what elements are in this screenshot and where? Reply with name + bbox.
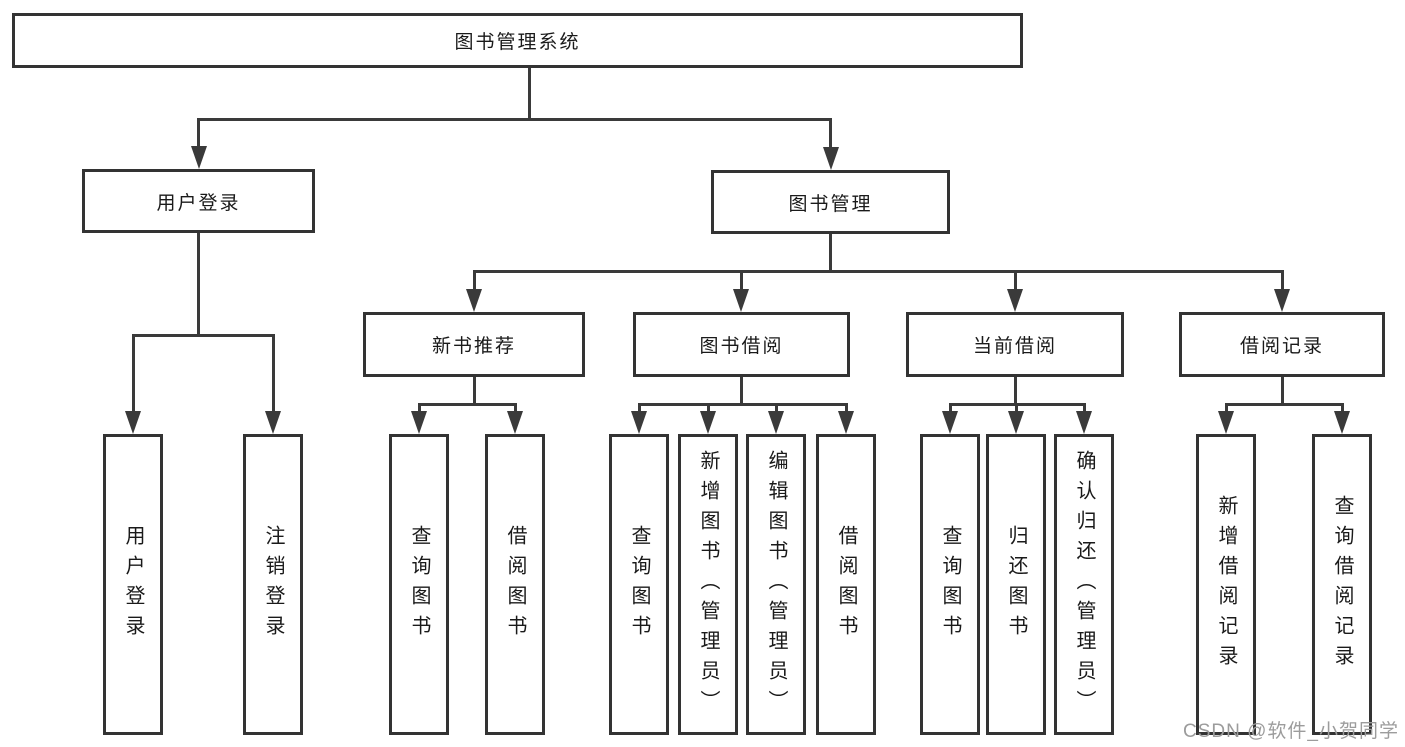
node-label: 查询图书 [628,524,650,645]
leaf-return-books: 归还图书 [986,434,1046,735]
connector-line [638,403,641,413]
connector-line [1083,403,1086,413]
arrow-down-icon [1218,411,1234,434]
connector-line [775,403,778,413]
arrow-down-icon [1334,411,1350,434]
connector-line [1341,403,1344,413]
connector-line [829,118,832,150]
node-label: 归还图书 [1005,524,1027,645]
connector-line [473,270,1284,273]
arrow-down-icon [1008,411,1024,434]
arrow-down-icon [838,411,854,434]
node-label: 查询图书 [939,524,961,645]
connector-line [949,403,952,413]
leaf-add-borrow-record: 新增借阅记录 [1196,434,1256,735]
leaf-borrow-books: 借阅图书 [485,434,545,735]
connector-line [1225,403,1228,413]
node-label: 图书管理 [788,193,873,215]
connector-line [740,377,743,405]
node-label: 查询图书 [408,524,430,645]
arrow-down-icon [507,411,523,434]
node-new-book-recommendation: 新书推荐 [363,312,585,377]
node-label: 新增借阅记录 [1215,494,1237,675]
node-user-login: 用户登录 [82,169,315,233]
arrow-down-icon [942,411,958,434]
connector-line [1281,377,1284,405]
arrow-down-icon [1076,411,1092,434]
node-label: 借阅图书 [835,524,857,645]
connector-line [197,118,200,150]
connector-line [1014,377,1017,405]
arrow-down-icon [733,289,749,312]
node-book-management: 图书管理 [711,170,950,234]
leaf-query-books: 查询图书 [389,434,449,735]
node-label: 图书管理系统 [454,32,581,53]
arrow-down-icon [631,411,647,434]
node-label: 注销登录 [262,524,284,645]
arrow-down-icon [265,411,281,434]
connector-line [514,403,517,413]
connector-line [1225,403,1344,406]
node-book-borrowing: 图书借阅 [633,312,850,377]
arrow-down-icon [1007,289,1023,312]
node-label: 图书借阅 [699,336,784,357]
arrow-down-icon [823,147,839,170]
node-label: 新书推荐 [431,336,516,357]
node-library-management-system: 图书管理系统 [12,13,1023,68]
leaf-add-books-admin: 新增图书（管理员） [678,434,738,735]
leaf-confirm-return-admin: 确认归还（管理员） [1054,434,1114,735]
node-label: 借阅记录 [1239,336,1324,357]
connector-line [132,334,275,337]
node-label: 借阅图书 [504,524,526,645]
arrow-down-icon [700,411,716,434]
connector-line [132,334,135,412]
leaf-logout: 注销登录 [243,434,303,735]
connector-line [638,403,847,406]
arrow-down-icon [768,411,784,434]
csdn-watermark: CSDN @软件_小贺同学 [1183,721,1399,742]
node-label: 确认归还（管理员） [1073,449,1095,720]
leaf-edit-books-admin: 编辑图书（管理员） [746,434,806,735]
leaf-query-books: 查询图书 [609,434,669,735]
connector-line [528,68,531,121]
connector-line [272,334,275,412]
node-label: 查询借阅记录 [1331,494,1353,675]
leaf-user-login: 用户登录 [103,434,163,735]
arrow-down-icon [466,289,482,312]
connector-line [197,233,200,337]
leaf-query-books: 查询图书 [920,434,980,735]
arrow-down-icon [411,411,427,434]
node-current-borrowing: 当前借阅 [906,312,1124,377]
leaf-query-borrow-record: 查询借阅记录 [1312,434,1372,735]
connector-line [707,403,710,413]
connector-line [845,403,848,413]
connector-line [1014,270,1017,292]
connector-line [740,270,743,292]
node-borrow-records: 借阅记录 [1179,312,1385,377]
connector-line [1281,270,1284,292]
node-label: 编辑图书（管理员） [765,449,787,720]
connector-line [829,234,832,272]
node-label: 用户登录 [122,524,144,645]
connector-line [1015,403,1018,413]
node-label: 新增图书（管理员） [697,449,719,720]
leaf-borrow-books: 借阅图书 [816,434,876,735]
arrow-down-icon [191,146,207,169]
arrow-down-icon [1274,289,1290,312]
connector-line [473,377,476,405]
connector-line [197,118,832,121]
node-label: 当前借阅 [972,336,1057,357]
connector-line [418,403,517,406]
node-label: 用户登录 [156,192,241,214]
connector-line [418,403,421,413]
arrow-down-icon [125,411,141,434]
connector-line [473,270,476,292]
